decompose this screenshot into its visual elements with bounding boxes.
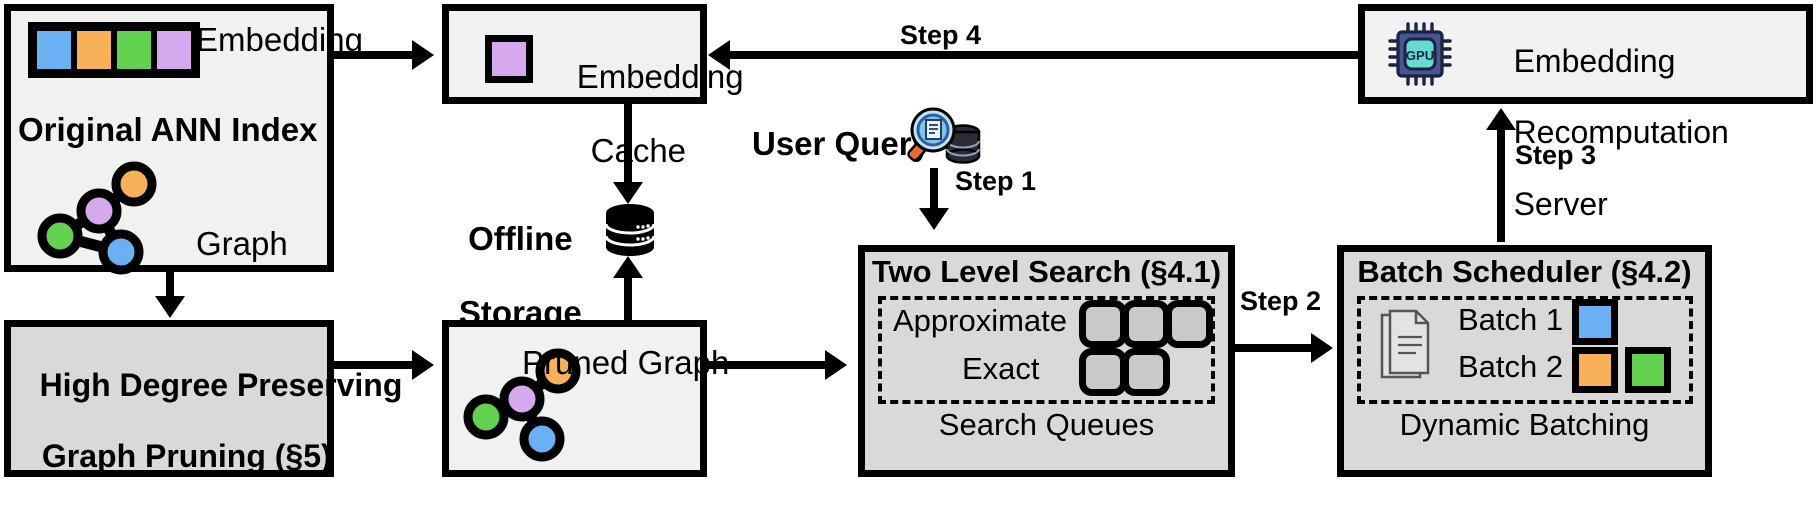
graph-pruning-line2: Graph Pruning (§5) [41,438,332,475]
batch-scheduler-title: Batch Scheduler (§4.2) [1357,254,1692,289]
batch-2-item-green [1625,347,1671,393]
arrow-pruned-to-storage-head [613,256,643,278]
arrow-pruning-to-pruned-head [412,350,434,380]
documents-icon [1378,307,1440,387]
original-graph-icon [36,161,157,275]
graph-pruning-title: High Degree Preserving Graph Pruning (§5… [4,332,403,511]
pruned-graph-icon [462,348,582,462]
arrow-pruning-to-pruned [334,361,414,369]
arrow-step1-head [919,208,949,230]
magnifier-database-icon [902,104,984,172]
two-level-search-title: Two Level Search (§4.1) [871,254,1222,289]
arrow-index-to-pruning [166,272,174,298]
step4-label: Step 4 [900,20,982,50]
gpu-chip-icon: GPU [1388,22,1456,86]
batch-2-item-orange [1572,347,1618,393]
arrow-pruned-to-search-head [825,350,847,380]
approximate-slot-1 [1079,300,1127,348]
exact-slot-1 [1079,348,1127,396]
arrow-step2-head [1311,333,1333,363]
arrow-step3 [1497,130,1505,242]
graph-pruning-line1: High Degree Preserving [39,366,403,403]
embedding-cache-line2: Cache [590,131,687,169]
database-cylinder-icon [604,203,656,257]
arrow-index-to-pruning-head [155,296,185,318]
offline-storage-line1: Offline [468,219,573,257]
exact-slot-2 [1122,348,1170,396]
step3-label: Step 3 [1515,140,1597,170]
pruned-graph-label: Pruned Graph [522,344,730,381]
batch-1-item-blue [1572,299,1618,345]
search-queues-caption: Search Queues [938,407,1155,442]
approximate-slot-2 [1122,300,1170,348]
embedding-cell-orange [74,28,114,72]
recomputation-server-line2: Recomputation [1513,114,1729,151]
recomputation-server-line1: Embedding [1513,42,1676,79]
embedding-strip [28,22,200,78]
embedding-cell-purple [154,28,194,72]
batch-1-label: Batch 1 [1458,302,1564,337]
step1-label: Step 1 [955,166,1037,196]
recomputation-server-title: Embedding Recomputation Server [1478,8,1729,259]
pruned-graph-box [442,320,707,477]
graph-pruning-box [4,320,334,477]
embedding-cache-title: Embedding Cache [540,22,744,207]
graph-label: Graph [196,225,288,262]
arrow-cache-to-storage-head [613,182,643,204]
dynamic-batching-region [1357,296,1693,404]
arrow-pruned-to-search [707,361,827,369]
dynamic-batching-caption: Dynamic Batching [1399,407,1650,442]
batch-2-label: Batch 2 [1458,349,1564,384]
gpu-chip-text: GPU [1406,48,1434,63]
arrow-index-to-cache [334,51,414,59]
arrow-step4-head [708,40,730,70]
search-queues-region [878,296,1215,404]
architecture-diagram: Embedding Original ANN Index Graph High … [4,4,1813,477]
arrow-step1 [930,168,938,210]
arrow-step3-head [1486,108,1516,130]
embedding-cell-blue [34,28,74,72]
arrow-step2 [1235,344,1313,352]
arrow-step4 [730,51,1358,59]
embedding-cell-green [114,28,154,72]
arrow-pruned-to-storage [624,278,632,328]
original-ann-index-title: Original ANN Index [18,111,318,148]
approximate-slot-3 [1165,300,1213,348]
arrow-index-to-cache-head [412,40,434,70]
embedding-cache-swatch [485,35,533,83]
arrow-cache-to-storage [624,104,632,184]
recomputation-server-line3: Server [1513,186,1608,223]
exact-label: Exact [962,351,1040,386]
two-level-search-box [858,245,1235,477]
step2-label: Step 2 [1240,286,1322,316]
approximate-label: Approximate [893,303,1068,338]
